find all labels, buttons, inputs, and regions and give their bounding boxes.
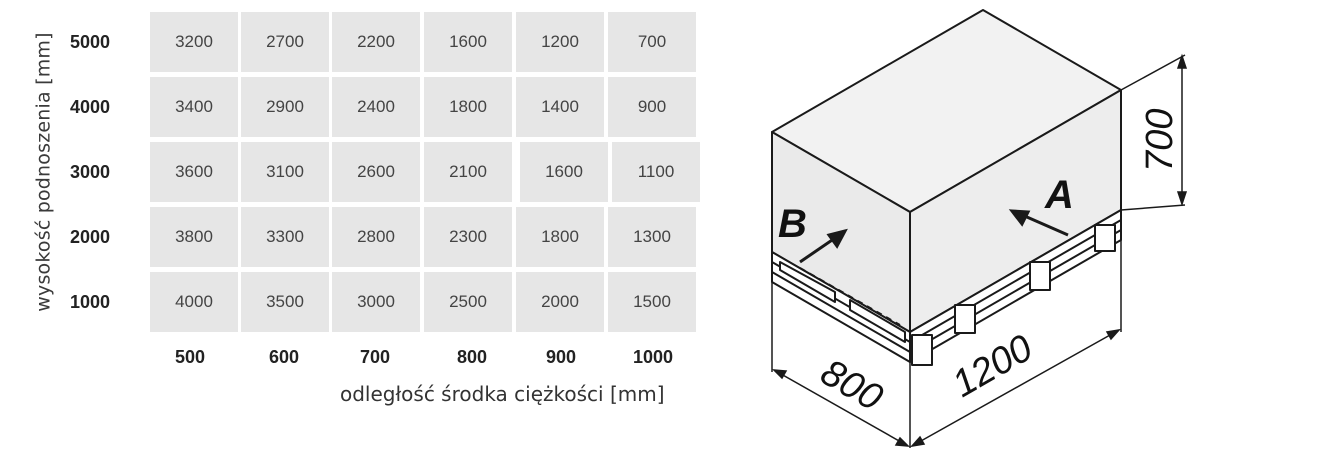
table-cell: 3500 xyxy=(241,272,329,332)
arrow-b-head xyxy=(826,228,848,249)
y-axis-label: wysokość podnoszenia [mm] xyxy=(28,12,60,332)
table-cell: 3400 xyxy=(150,77,238,137)
table-cell: 3200 xyxy=(150,12,238,72)
table-cell: 4000 xyxy=(150,272,238,332)
pallet-diagram: A B 700 800 1200 xyxy=(771,9,1188,448)
table-cell: 2700 xyxy=(241,12,329,72)
col-label-900: 900 xyxy=(545,347,577,367)
col-label-500: 500 xyxy=(174,347,206,367)
table-cell: 2900 xyxy=(241,77,329,137)
table-cell: 3000 xyxy=(332,272,420,332)
table-cell: 2800 xyxy=(332,207,420,267)
table-cell: 2600 xyxy=(332,142,420,202)
x-axis-label: odległość środka ciężkości [mm] xyxy=(340,382,665,406)
table-cell: 1100 xyxy=(612,142,700,202)
col-label-1000: 1000 xyxy=(632,347,674,367)
table-cell: 1400 xyxy=(516,77,604,137)
table-cell: 700 xyxy=(608,12,696,72)
arrow-a xyxy=(1019,212,1069,237)
pallet-base xyxy=(771,209,1122,366)
arrow-a-head xyxy=(1008,209,1031,227)
table-cell: 2500 xyxy=(424,272,512,332)
row-label-4000: 4000 xyxy=(70,96,111,117)
table-cell: 1500 xyxy=(608,272,696,332)
table-cell: 1200 xyxy=(516,12,604,72)
table-cell: 3300 xyxy=(241,207,329,267)
col-label-700: 700 xyxy=(359,347,391,367)
height-dimension xyxy=(1120,53,1188,211)
label-a: A xyxy=(1044,173,1074,217)
table-cell: 3800 xyxy=(150,207,238,267)
row-label-3000: 3000 xyxy=(70,161,111,182)
height-dimension-label: 700 xyxy=(1139,109,1181,172)
table-cell: 2200 xyxy=(332,12,420,72)
table-cell: 2300 xyxy=(424,207,512,267)
table-cell: 3100 xyxy=(241,142,329,202)
table-cell: 2100 xyxy=(424,142,512,202)
label-b: B xyxy=(778,202,807,246)
table-cell: 900 xyxy=(608,77,696,137)
table-cell: 1300 xyxy=(608,207,696,267)
table-cell: 2000 xyxy=(516,272,604,332)
length-dimension-label: 1200 xyxy=(946,327,1040,406)
row-label-5000: 5000 xyxy=(70,31,111,52)
col-label-600: 600 xyxy=(268,347,300,367)
table-cell: 1800 xyxy=(424,77,512,137)
row-label-2000: 2000 xyxy=(70,226,111,247)
base-dimensions xyxy=(771,240,1122,448)
y-axis-label-text: wysokość podnoszenia [mm] xyxy=(33,32,55,312)
row-label-1000: 1000 xyxy=(70,291,111,312)
table-cell: 1600 xyxy=(520,142,608,202)
table-cell: 2400 xyxy=(332,77,420,137)
col-label-800: 800 xyxy=(456,347,488,367)
table-cell: 3600 xyxy=(150,142,238,202)
width-dimension-label: 800 xyxy=(814,351,890,419)
table-cell: 1800 xyxy=(516,207,604,267)
table-cell: 1600 xyxy=(424,12,512,72)
